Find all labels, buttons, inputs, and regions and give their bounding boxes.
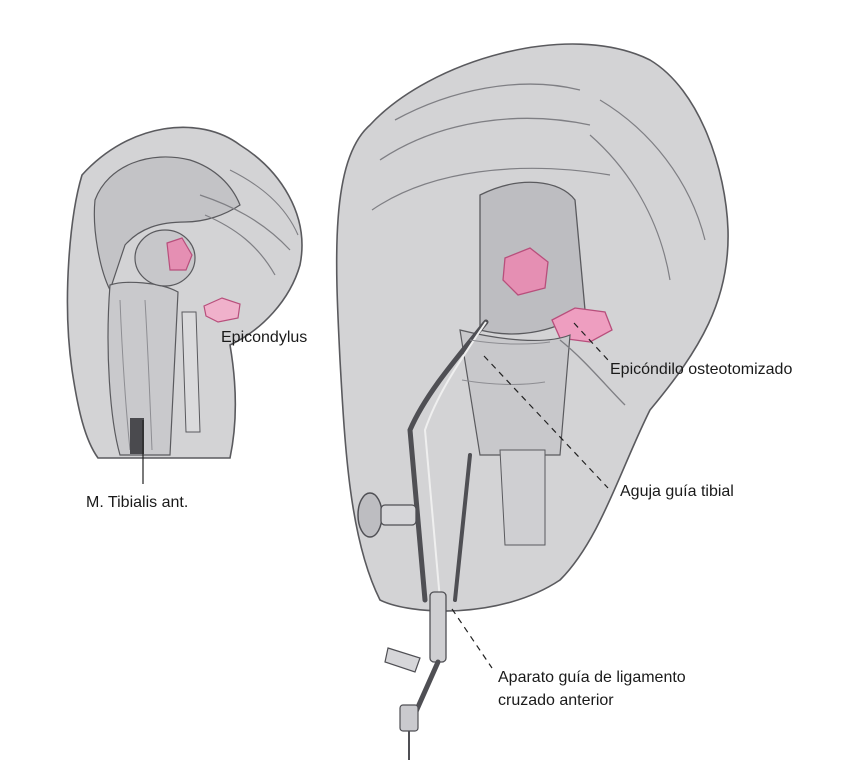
left-knee-drawing xyxy=(66,126,303,459)
leader-lines xyxy=(142,322,609,669)
label-aguja-guia-tibial: Aguja guía tibial xyxy=(620,483,734,500)
right-knee-drawing xyxy=(335,43,729,760)
label-aparato-line1: Aparato guía de ligamento xyxy=(498,669,686,686)
label-epicondylus: Epicondylus xyxy=(221,329,308,346)
label-aparato-line2: cruzado anterior xyxy=(498,692,614,709)
label-epicondilo-osteotomizado: Epicóndilo osteotomizado xyxy=(610,361,793,378)
label-tibialis: M. Tibialis ant. xyxy=(86,494,189,511)
